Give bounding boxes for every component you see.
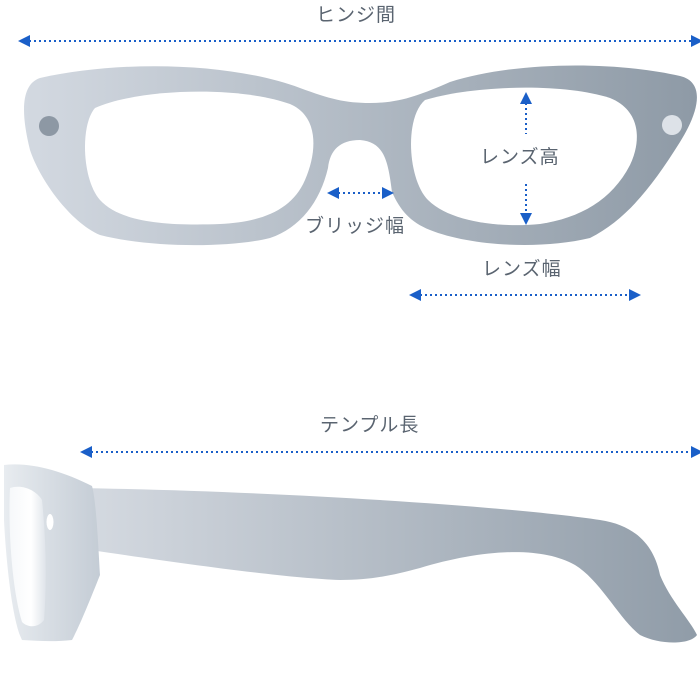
temple-arm	[70, 488, 697, 643]
right-hinge-rivet-icon	[662, 115, 682, 135]
side-lens	[9, 486, 46, 627]
side-hinge-rivet-icon	[46, 514, 54, 530]
hinge-distance-label: ヒンジ間	[316, 4, 397, 26]
right-lens	[411, 87, 637, 226]
bridge-width-label: ブリッジ幅	[305, 215, 406, 237]
left-lens	[84, 91, 314, 225]
lens-height-label: レンズ高	[480, 146, 560, 168]
lens-width-label: レンズ幅	[482, 258, 562, 280]
temple-length-label: テンプル長	[320, 414, 420, 436]
left-hinge-rivet-icon	[39, 116, 59, 136]
